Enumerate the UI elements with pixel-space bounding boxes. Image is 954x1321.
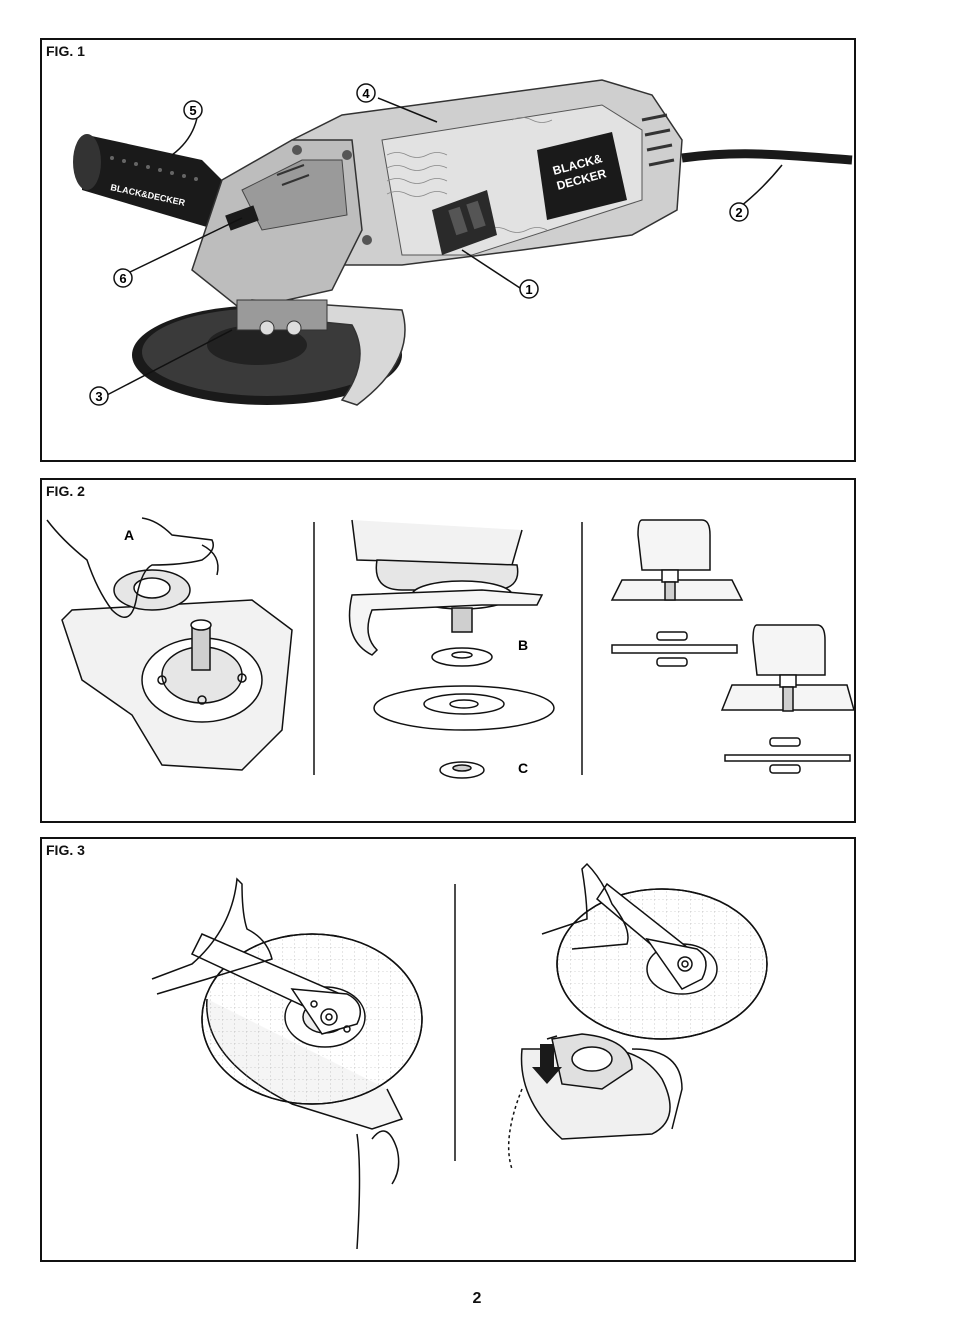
svg-text:3: 3 bbox=[95, 389, 102, 404]
figure-3-panel: FIG. 3 bbox=[40, 837, 856, 1262]
brand-plate bbox=[537, 132, 627, 220]
svg-text:4: 4 bbox=[362, 86, 370, 101]
callout-3: 3 bbox=[89, 386, 109, 406]
wrench-on-disc-left bbox=[151, 877, 423, 1250]
flange-assembly-illustration: A B C bbox=[46, 517, 854, 779]
figure-1-panel: FIG. 1 BLACK&DECKER bbox=[40, 38, 856, 462]
tightening-illustration bbox=[151, 862, 768, 1250]
gear-head bbox=[191, 139, 372, 311]
side-handle: BLACK&DECKER bbox=[73, 134, 232, 230]
svg-text:2: 2 bbox=[735, 205, 742, 220]
figure-1-label: FIG. 1 bbox=[46, 43, 85, 59]
svg-text:6: 6 bbox=[119, 271, 126, 286]
page-number: 2 bbox=[472, 1290, 482, 1307]
callout-1: 1 bbox=[519, 279, 539, 299]
press-down-arrow bbox=[532, 1035, 562, 1084]
callout-6: 6 bbox=[113, 268, 133, 288]
label-a: A bbox=[124, 527, 134, 543]
svg-text:1: 1 bbox=[525, 282, 532, 297]
flange-orientation-diagrams bbox=[610, 519, 854, 774]
callout-5: 5 bbox=[183, 100, 203, 120]
wheel-guard bbox=[132, 299, 406, 406]
figure-2-label: FIG. 2 bbox=[46, 483, 85, 499]
label-c: C bbox=[518, 760, 528, 776]
step-b-c-illustration bbox=[348, 519, 555, 779]
callout-4: 4 bbox=[356, 83, 376, 103]
callout-2: 2 bbox=[729, 202, 749, 222]
power-cord bbox=[681, 149, 853, 165]
svg-text:5: 5 bbox=[189, 103, 196, 118]
label-b: B bbox=[518, 637, 528, 653]
callout-leaders bbox=[106, 97, 783, 396]
wrench-and-spindle-lock-right bbox=[507, 862, 768, 1170]
figure-3-label: FIG. 3 bbox=[46, 842, 85, 858]
figure-2-panel: FIG. 2 A bbox=[40, 478, 856, 823]
angle-grinder-illustration: BLACK&DECKER BLACK& DECKER bbox=[73, 79, 853, 406]
step-a-illustration bbox=[46, 517, 293, 771]
on-off-switch bbox=[432, 190, 497, 255]
callout-markers: 1 2 3 4 5 6 bbox=[89, 83, 749, 406]
